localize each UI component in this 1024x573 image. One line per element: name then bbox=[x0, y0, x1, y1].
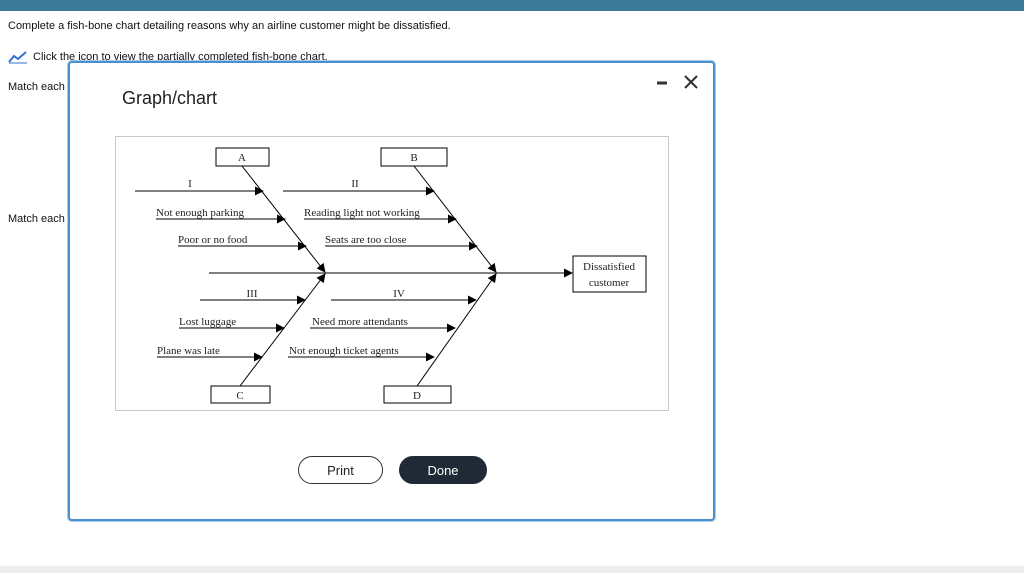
chart-icon[interactable] bbox=[8, 50, 28, 64]
cause-numeral-i: I bbox=[188, 178, 192, 190]
question-text: Complete a fish-bone chart detailing rea… bbox=[8, 20, 451, 32]
view-chart-link[interactable]: Click the icon to view the partially com… bbox=[8, 49, 328, 65]
effect-line-2: customer bbox=[589, 277, 630, 289]
top-bar bbox=[0, 0, 1024, 11]
category-box-c-label: C bbox=[236, 390, 243, 402]
dialog-title: Graph/chart bbox=[122, 88, 218, 108]
cause-label-c2: Plane was late bbox=[157, 345, 220, 357]
cause-numeral-iii: III bbox=[247, 288, 258, 300]
match-instruction-1: Match each bbox=[8, 81, 65, 93]
cause-label-d2: Not enough ticket agents bbox=[289, 345, 399, 357]
cause-label-d1: Need more attendants bbox=[312, 316, 408, 328]
fishbone-svg: Dissatisfied customer A B C D I Not enou… bbox=[135, 147, 647, 404]
match-instruction-2: Match each bbox=[8, 213, 65, 225]
done-button[interactable]: Done bbox=[399, 456, 487, 484]
cause-label-b2: Seats are too close bbox=[325, 234, 407, 246]
cause-label-c1: Lost luggage bbox=[179, 316, 236, 328]
graph-chart-dialog: Graph/chart Dissatisfied customer A B bbox=[68, 61, 715, 521]
cause-label-a1: Not enough parking bbox=[156, 207, 244, 219]
close-icon[interactable] bbox=[682, 73, 700, 91]
category-box-b-label: B bbox=[410, 152, 417, 164]
category-box-a-label: A bbox=[238, 152, 246, 164]
bone-d bbox=[416, 273, 497, 387]
effect-box bbox=[572, 255, 647, 293]
footer-band bbox=[0, 566, 1024, 573]
print-button[interactable]: Print bbox=[298, 456, 383, 484]
fishbone-chart: Dissatisfied customer A B C D I Not enou… bbox=[115, 136, 669, 411]
cause-label-b1: Reading light not working bbox=[304, 207, 420, 219]
cause-numeral-iv: IV bbox=[393, 288, 405, 300]
cause-numeral-ii: II bbox=[351, 178, 359, 190]
category-box-d-label: D bbox=[413, 390, 421, 402]
cause-label-a2: Poor or no food bbox=[178, 234, 248, 246]
minimize-icon[interactable] bbox=[654, 73, 672, 91]
view-chart-link-label[interactable]: Click the icon to view the partially com… bbox=[33, 51, 328, 63]
effect-line-1: Dissatisfied bbox=[583, 261, 635, 273]
